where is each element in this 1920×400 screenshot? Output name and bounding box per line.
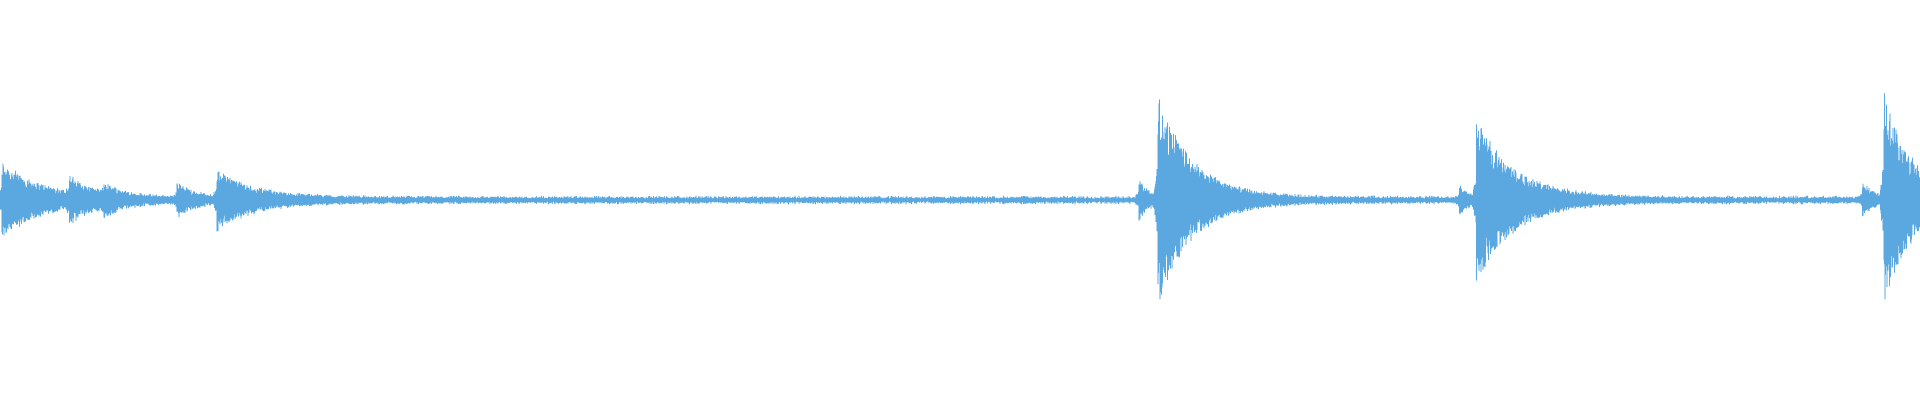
waveform-trace: [0, 93, 1920, 300]
